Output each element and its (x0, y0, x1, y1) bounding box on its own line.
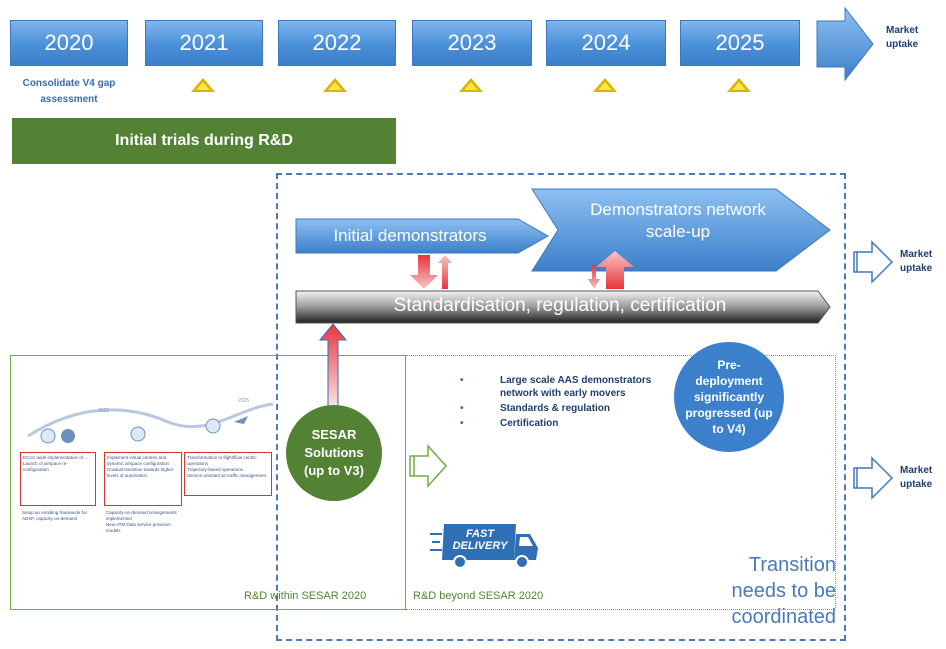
thumb-col-3: Transformation to flight/flow centric op… (184, 452, 272, 496)
bullet-item: •Standards & regulation (460, 403, 611, 414)
year-2024: 2024 (546, 20, 666, 66)
rd-within-label: R&D within SESAR 2020 (244, 590, 367, 602)
thumb-col1-item: Launch of airspace re-configuration (23, 461, 68, 472)
thumb-col-2: Implement virtual centres and dynamic ai… (104, 452, 182, 506)
fast-delivery-truck-icon: FAST DELIVERY (430, 520, 540, 572)
thumb-col2-item: Implement virtual centres and dynamic ai… (107, 455, 170, 466)
year-2020: 2020 (10, 20, 128, 66)
thumb-col1-extra: Setup an enabling framework for ADSP, ca… (22, 510, 88, 521)
thumb-col2-item: New ATM Data service provision models (106, 522, 171, 533)
market-uptake-low: Market uptake (900, 465, 933, 490)
initial-demonstrators-label: Initial demonstrators (333, 226, 487, 245)
thumb-year-2025: 2025 (238, 398, 250, 404)
market-uptake-top: Market uptake (886, 25, 919, 50)
fast-delivery-label: FAST DELIVERY (452, 528, 508, 552)
consolidate-label: Consolidate V4 gap assessment (22, 78, 116, 105)
thumb-col1-item: ECAC-wide implementation of ... (23, 455, 89, 460)
milestone-2022-icon (323, 78, 347, 92)
sesar-solutions-circle: SESAR Solutions (up to V3) (286, 405, 382, 501)
pre-deployment-circle: Pre-deployment significantly progressed … (674, 342, 784, 452)
truck-shape (430, 524, 538, 569)
thumb-col3-item: Trajectory-based operations (187, 467, 243, 472)
thumb-year-2020: 2020 (98, 408, 110, 414)
transfer-arrow (409, 444, 448, 488)
milestone-2021-icon (191, 78, 215, 92)
scaleup-arrows (295, 188, 831, 324)
market-uptake-mid: Market uptake (900, 249, 933, 274)
year-2025: 2025 (680, 20, 800, 66)
thumb-col3-item: Service-oriented air traffic management (187, 473, 266, 478)
year-2022: 2022 (278, 20, 396, 66)
year-2023: 2023 (412, 20, 532, 66)
year-2021: 2021 (145, 20, 263, 66)
bullet-text: Large scale AAS demonstrators network wi… (500, 375, 652, 399)
market-uptake-mid-arrow (853, 240, 894, 284)
roadmap-curve (27, 402, 274, 444)
bullet-item: •Large scale AAS demonstrators network w… (460, 375, 652, 399)
transition-dashed-box (276, 173, 846, 641)
milestone-2023-icon (459, 78, 483, 92)
timeline-end-arrow (816, 6, 874, 82)
network-scaleup-label: Demonstrators network scale-up (590, 200, 766, 241)
milestone-2024-icon (593, 78, 617, 92)
rd-beyond-box (406, 355, 836, 610)
initial-trials-bar: Initial trials during R&D (12, 118, 396, 164)
bullet-text: Standards & regulation (500, 403, 611, 414)
bullet-item: •Certification (460, 418, 559, 429)
beyond-bullets: •Large scale AAS demonstrators network w… (460, 374, 660, 430)
milestone-2025-icon (727, 78, 751, 92)
roadmap-thumbnail: 2020 2025 ECAC-wide implementation of ..… (18, 396, 280, 576)
transition-label: Transition needs to be coordinated (731, 554, 836, 628)
thumb-col2-item: Gradual transition towards higher levels… (107, 467, 174, 478)
rd-within-box (10, 355, 406, 610)
rd-beyond-label: R&D beyond SESAR 2020 (413, 590, 544, 602)
bullet-text: Certification (500, 418, 559, 429)
thumb-col-1: ECAC-wide implementation of ... Launch o… (20, 452, 96, 506)
thumb-col2-item: Capacity-on-demand arrangements implemen… (106, 510, 177, 521)
standardisation-label: Standardisation, regulation, certificati… (393, 295, 727, 316)
thumb-col2-extra: Capacity-on-demand arrangements implemen… (106, 510, 182, 534)
thumb-col3-item: Transformation to flight/flow centric op… (187, 455, 257, 466)
market-uptake-low-arrow (853, 456, 894, 500)
